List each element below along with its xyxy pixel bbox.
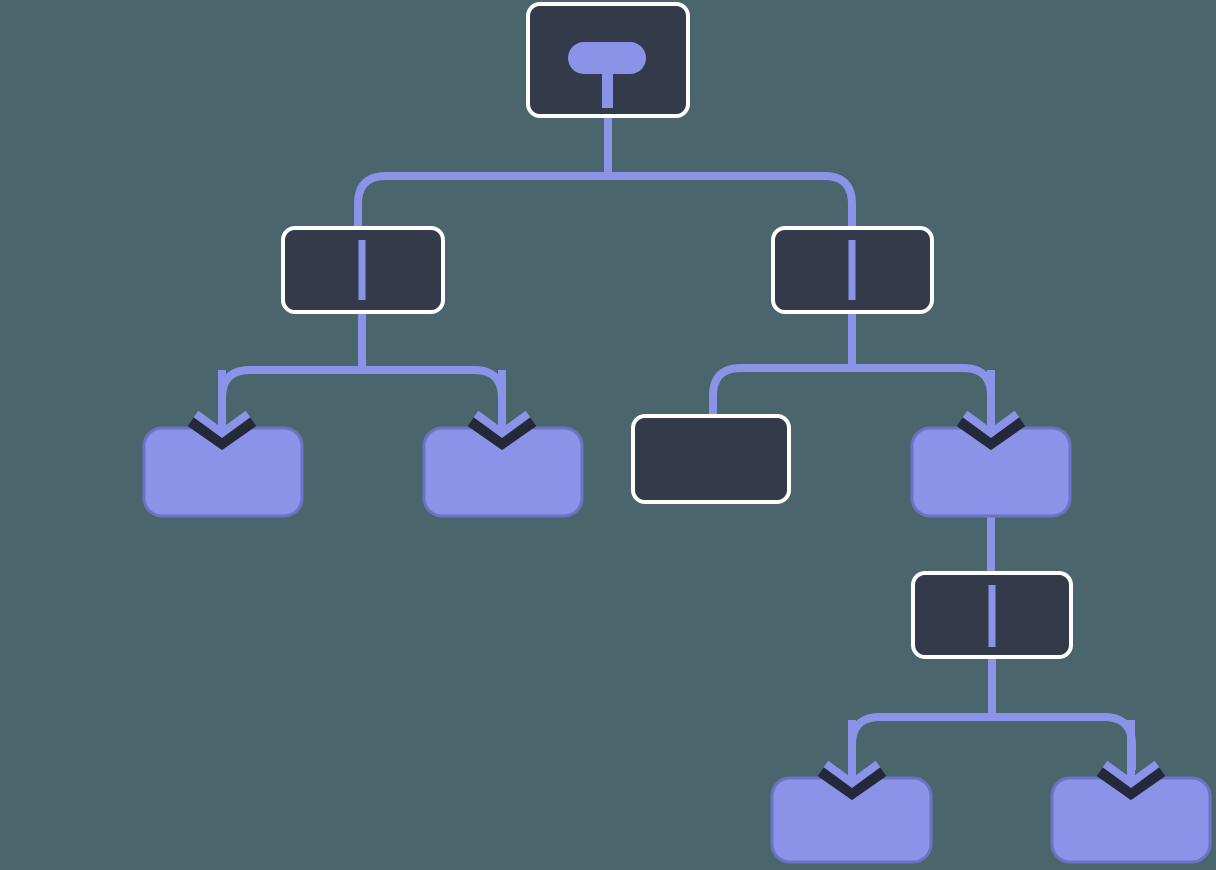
arrow-markers bbox=[187, 370, 1166, 801]
chevron-dark-shape bbox=[187, 413, 257, 451]
tree-root-icon-pill bbox=[568, 42, 646, 74]
chevron-purple-arrow bbox=[823, 720, 881, 788]
chevron-dark-shape bbox=[956, 413, 1026, 451]
chevron-dark-shape bbox=[1096, 763, 1166, 801]
chevron-dark-shape bbox=[817, 763, 887, 801]
double-chevron-arrow-icon bbox=[1096, 720, 1166, 801]
nodes bbox=[142, 2, 1212, 864]
internal-node-bottom[interactable] bbox=[911, 571, 1073, 659]
double-chevron-arrow-icon bbox=[467, 370, 537, 451]
root-node[interactable] bbox=[526, 2, 690, 118]
child-node-dark[interactable] bbox=[631, 414, 791, 504]
tree-root-icon bbox=[568, 42, 646, 108]
double-chevron-arrow-icon bbox=[187, 370, 257, 451]
chevron-purple-arrow bbox=[473, 370, 531, 438]
chevron-purple-arrow bbox=[962, 370, 1020, 438]
internal-node-right[interactable] bbox=[771, 226, 934, 314]
internal-node-left[interactable] bbox=[281, 226, 445, 314]
edge-root-branch bbox=[354, 172, 856, 228]
double-chevron-arrow-icon bbox=[817, 720, 887, 801]
chevron-dark-shape bbox=[467, 413, 537, 451]
double-chevron-arrow-icon bbox=[956, 370, 1026, 451]
tree-root-icon-stem bbox=[602, 72, 613, 108]
chevron-purple-arrow bbox=[193, 370, 251, 438]
chevron-purple-arrow bbox=[1102, 720, 1160, 788]
